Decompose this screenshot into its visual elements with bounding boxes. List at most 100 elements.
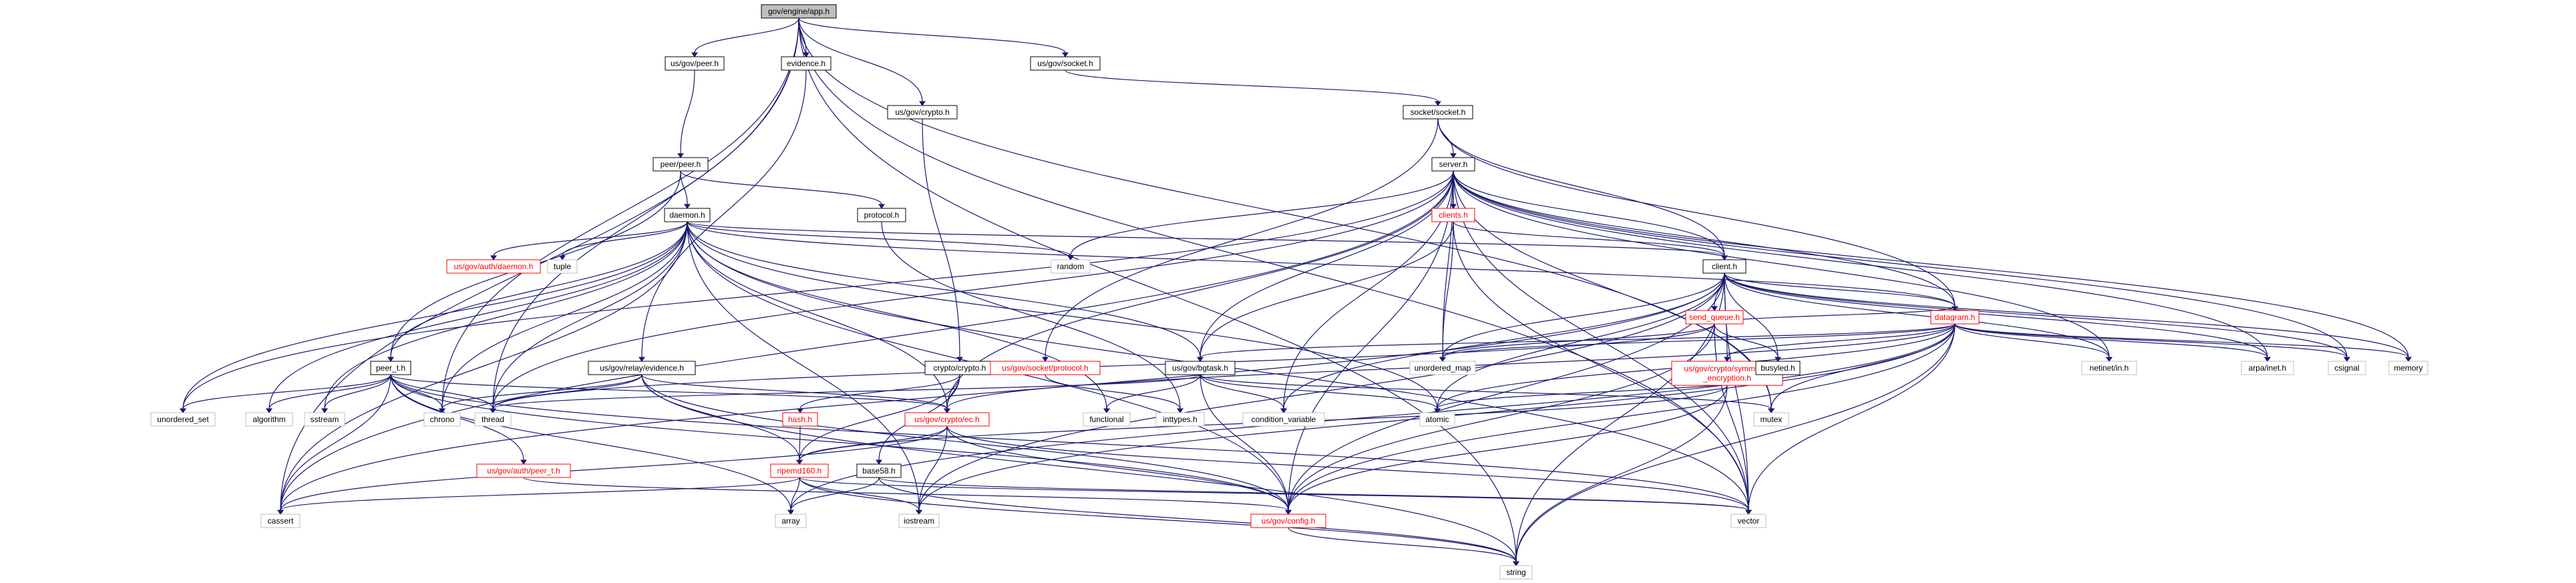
- node-box: [1419, 412, 1455, 427]
- node-box: [770, 463, 829, 478]
- node-box: [2081, 361, 2137, 375]
- node-label: cassert: [268, 516, 294, 526]
- node-label: us/gov/config.h: [1262, 516, 1316, 526]
- node-label: condition_variable: [1252, 415, 1316, 424]
- edge-ripemd-to-array: [787, 477, 800, 515]
- node-box: [245, 412, 293, 427]
- node-label: random: [1057, 262, 1085, 271]
- node-server-h[interactable]: server.h: [1431, 157, 1475, 172]
- node-label: us/gov/socket.h: [1037, 59, 1093, 68]
- node-us-gov-config-h[interactable]: us/gov/config.h: [1250, 514, 1326, 528]
- node-us-gov-socket-protocol-h[interactable]: us/gov/socket/protocol.h: [990, 361, 1101, 375]
- node-daemon-h[interactable]: daemon.h: [664, 208, 711, 222]
- node-box: [260, 514, 301, 528]
- node-busyled-h[interactable]: busyled.h: [1755, 361, 1801, 375]
- node-label: clients.h: [1439, 210, 1468, 220]
- node-label: arpa/inet.h: [2249, 363, 2287, 373]
- node-us-gov-peer-h[interactable]: us/gov/peer.h: [665, 56, 725, 71]
- node-label: base58.h: [862, 466, 895, 475]
- node-box: [1250, 514, 1326, 528]
- edge-socket_protocol-to-inttypes: [1045, 374, 1183, 413]
- edge-app-to-string: [798, 17, 1519, 566]
- node-box: [781, 56, 832, 71]
- node-label: us/gov/auth/peer_t.h: [487, 466, 560, 475]
- node-box: [1083, 412, 1131, 427]
- node-us-gov-relay-evidence-h[interactable]: us/gov/relay/evidence.h: [588, 361, 696, 375]
- node-hash-h[interactable]: hash.h: [782, 412, 818, 427]
- edge-client-to-csignal: [1724, 272, 2350, 362]
- edge-socket_socket-to-socket_protocol: [1042, 118, 1439, 362]
- edge-protocol-to-inttypes: [881, 221, 1183, 413]
- node-crypto-crypto-h[interactable]: crypto/crypto.h: [924, 361, 995, 375]
- node-box: [150, 412, 216, 427]
- edge-sym_enc-to-string: [1513, 385, 1728, 566]
- node-tuple: tuple: [547, 259, 578, 274]
- node-base58-h[interactable]: base58.h: [856, 463, 902, 478]
- node-us-gov-crypto-h[interactable]: us/gov/crypto.h: [887, 105, 958, 120]
- edge-daemon-to-ec_h: [687, 221, 950, 413]
- edge-server-to-memory: [1453, 170, 2412, 362]
- node-label: chrono: [430, 415, 455, 424]
- node-box: [423, 412, 461, 427]
- node-label: string: [1506, 568, 1525, 577]
- node-us-gov-auth-peer-t-h[interactable]: us/gov/auth/peer_t.h: [476, 463, 571, 478]
- edge-peer_t-to-vector: [390, 374, 1752, 515]
- node-box: [1431, 208, 1475, 222]
- edge-daemon-to-random: [687, 221, 1074, 260]
- edge-relay_evidence-to-config: [641, 374, 1292, 515]
- node-sstream: sstream: [304, 412, 345, 427]
- node-peer-peer-h[interactable]: peer/peer.h: [653, 157, 709, 172]
- node-protocol-h[interactable]: protocol.h: [857, 208, 906, 222]
- node-socket-socket-h[interactable]: socket/socket.h: [1403, 105, 1473, 120]
- node-evidence-h[interactable]: evidence.h: [781, 56, 832, 71]
- node-box: [887, 105, 958, 120]
- edge-datagram-to-unordered_map: [1439, 323, 1956, 362]
- node-clients-h[interactable]: clients.h: [1431, 208, 1475, 222]
- node-box: [1753, 412, 1789, 427]
- node-label: crypto/crypto.h: [934, 363, 986, 373]
- node-cassert: cassert: [260, 514, 301, 528]
- edge-app-to-mutex: [798, 17, 1775, 413]
- node-label: thread: [482, 415, 504, 424]
- node-label: gov/engine/app.h: [768, 7, 830, 16]
- node-datagram-h[interactable]: datagram.h: [1930, 310, 1980, 325]
- node-us-gov-bgtask-h[interactable]: us/gov/bgtask.h: [1165, 361, 1236, 375]
- node-us-gov-auth-daemon-h[interactable]: us/gov/auth/daemon.h: [446, 259, 541, 274]
- edge-bgtask-to-mutex: [1200, 374, 1775, 413]
- edge-daemon-to-tuple: [559, 221, 688, 260]
- node-box: [898, 514, 940, 528]
- node-label: unordered_set: [157, 415, 209, 424]
- node-box: [370, 361, 411, 375]
- node-box: [761, 4, 837, 19]
- node-label: client.h: [1712, 262, 1737, 271]
- edge-datagram-to-arpa: [1954, 323, 2271, 362]
- edge-datagram-to-sym_enc: [1724, 323, 1956, 362]
- edge-datagram-to-config: [1285, 323, 1956, 515]
- node-peer-t-h[interactable]: peer_t.h: [370, 361, 411, 375]
- node-label: us/gov/crypto.h: [895, 108, 949, 117]
- node-label: peer/peer.h: [661, 160, 701, 169]
- edge-ripemd-to-iostream: [799, 477, 922, 515]
- edge-bgtask-to-functional: [1103, 374, 1201, 413]
- node-send-queue-h[interactable]: send_queue.h: [1685, 310, 1744, 325]
- node-box: [1930, 310, 1980, 325]
- edge-server-to-ec_h: [944, 170, 1454, 413]
- node-us-gov-crypto-ec-h[interactable]: us/gov/crypto/ec.h: [904, 412, 990, 427]
- node-chrono: chrono: [423, 412, 461, 427]
- edge-ripemd-to-vector: [799, 477, 1752, 515]
- node-box: [446, 259, 541, 274]
- node-box: [990, 361, 1101, 375]
- node-random: random: [1051, 259, 1091, 274]
- edge-peer_peer-to-protocol: [680, 170, 885, 209]
- node-box: [856, 463, 902, 478]
- node-box: [1730, 514, 1767, 528]
- node-gov-engine-app-h[interactable]: gov/engine/app.h: [761, 4, 837, 19]
- node-label: peer_t.h: [376, 363, 405, 373]
- node-ripemd160-h[interactable]: ripemd160.h: [770, 463, 829, 478]
- node-label: us/gov/relay/evidence.h: [600, 363, 684, 373]
- node-us-gov-socket-h[interactable]: us/gov/socket.h: [1030, 56, 1101, 71]
- node-box: [474, 412, 512, 427]
- node-client-h[interactable]: client.h: [1702, 259, 1746, 274]
- edge-ec_h-to-cassert: [277, 425, 948, 515]
- node-box: [653, 157, 709, 172]
